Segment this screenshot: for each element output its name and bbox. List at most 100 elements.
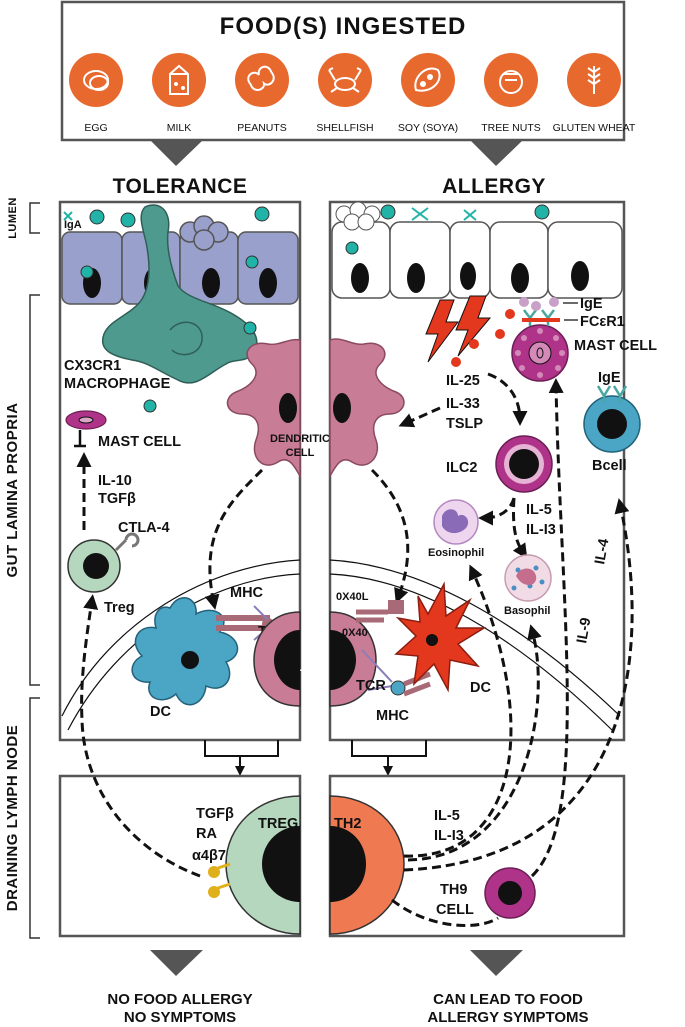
allergy-heading: ALLERGY [442,175,546,198]
tolerance-heading: TOLERANCE [113,175,248,198]
crab-icon-glyph [328,67,362,93]
tcr-label-right: TCR [356,678,386,694]
hazelnut-icon-glyph [499,70,523,94]
food-list: EGG MILK PEANUTS SHELLFISH SOY (SOYA) TREE NU… [69,53,636,134]
il10-label: IL-10 [98,473,132,489]
mast-cell-allergy-label: MAST CELL [574,338,657,354]
header-title: FOOD(S) INGESTED [220,13,467,40]
dendritic-cell-left [226,338,301,479]
bcell-label: Bcell [592,458,627,474]
dendritic-label-2: CELL [286,447,315,459]
food-item-shellfish: SHELLFISH [316,53,374,134]
tolerance-gut-panel: IgA CX3CR1 MACROPHAGE DENDRITIC CELL MAS… [58,200,330,742]
food-label: PEANUTS [237,122,287,134]
allergy-antigens [345,204,550,255]
food-item-peanuts: PEANUTS [235,53,289,134]
food-item-egg: EGG [69,53,123,134]
il5-label: IL-5 [526,502,552,518]
red-dc [394,581,487,693]
th9-label-1: TH9 [440,882,467,898]
th9-label-2: CELL [436,902,474,918]
cx3cr1-macrophage [101,204,258,384]
side-brackets [29,202,40,939]
lymph-il5-label: IL-5 [434,808,460,824]
lymph-node-label: DRAINING LYMPH NODE [4,725,21,911]
lumen-label: LUMEN [7,197,19,239]
egg-icon-glyph [83,70,109,91]
eosinophil-label: Eosinophil [428,547,484,559]
soybean-icon [401,53,455,107]
header-panel: FOOD(S) INGESTED EGG MILK PEANUTS SHELLFISH… [60,0,636,142]
fcer1-label: FCεR1 [580,314,625,330]
allergy-down-arrow [470,140,523,166]
dendritic-label-1: DENDRITIC [270,433,330,445]
tslp-label: TSLP [446,416,483,432]
soybean-icon-glyph [414,67,441,92]
a4b7-label: α4β7 [192,848,226,864]
lymph-tgfb-label: TGFβ [196,806,234,822]
dc-label-left: DC [150,704,171,720]
food-label: MILK [167,122,192,134]
th2-label: TH2 [334,816,361,832]
mhc-label-right: MHC [376,708,410,724]
footer-arrow-right [470,950,523,976]
il4-label: IL-4 [592,538,612,566]
lamina-propria-label: GUT LAMINA PROPRIA [4,402,21,577]
food-item-soy-soya: SOY (SOYA) [398,53,458,134]
food-label: TREE NUTS [481,122,541,134]
tolerance-lymph-panel: TGFβ RA TREG α4β7 [58,594,302,938]
milk-carton-icon-glyph [169,64,189,95]
il9-label: IL-9 [574,617,594,645]
tgfb-label: TGFβ [98,491,136,507]
allergy-gut-panel: IgE FCεR1 MAST CELL IL-25 IL-33 TSLP ILC… [328,200,657,742]
egg-icon [69,53,123,107]
food-item-tree-nuts: TREE NUTS [481,53,541,134]
lightning-bolt-1 [425,299,459,363]
footer-arrow-left [150,950,203,976]
macrophage-label-2: MACROPHAGE [64,376,171,392]
ox40-label: 0X40 [342,627,368,639]
milk-carton-icon [152,53,206,107]
il33-label: IL-33 [446,396,480,412]
dc-label-right: DC [470,680,491,696]
ox40l-label: 0X40L [336,591,369,603]
footer-left-line1: NO FOOD ALLERGY [107,991,252,1008]
footer-right-line1: CAN LEAD TO FOOD [433,991,583,1008]
footer-right-line2: ALLERGY SYMPTOMS [427,1009,588,1026]
lymph-ra-label: RA [196,826,217,842]
iga-label: IgA [64,219,82,231]
wheat-icon-glyph [587,66,601,94]
basophil-label: Basophil [504,605,550,617]
lymph-il13-label: IL-I3 [434,828,464,844]
ctla4-label: CTLA-4 [118,520,170,536]
blue-dc [131,597,239,706]
macrophage-label-1: CX3CR1 [64,358,121,374]
ilc2-label: ILC2 [446,460,477,476]
allergy-lymph-panel: TH2 IL-5 IL-I3 TH9 CELL [328,378,634,938]
food-label: SHELLFISH [316,122,373,134]
footer-left-line2: NO SYMPTOMS [124,1009,236,1026]
treg-label: Treg [104,600,135,616]
il25-label: IL-25 [446,373,480,389]
lightning-bolt-2 [455,295,492,357]
dendritic-cell-right [329,338,405,479]
th2-big [329,795,405,935]
food-label: GLUTEN WHEAT [553,122,636,134]
tolerance-down-arrow [150,140,203,166]
food-label: SOY (SOYA) [398,122,458,134]
peanut-icon [235,53,289,107]
ige-label-bcell: IgE [598,370,621,386]
connector-brackets [204,740,427,776]
ige-label-mast: IgE [580,296,603,312]
crab-icon [318,53,372,107]
mhc-label-left: MHC [230,585,264,601]
treg-big-label: TREG [258,816,298,832]
iga-antigens [63,206,270,279]
food-item-milk: MILK [152,53,206,134]
mast-cell-label: MAST CELL [98,434,181,450]
food-label: EGG [84,122,107,134]
peanut-icon-glyph [247,65,275,91]
food-item-gluten-wheat: GLUTEN WHEAT [553,53,636,134]
il13-label: IL-I3 [526,522,556,538]
